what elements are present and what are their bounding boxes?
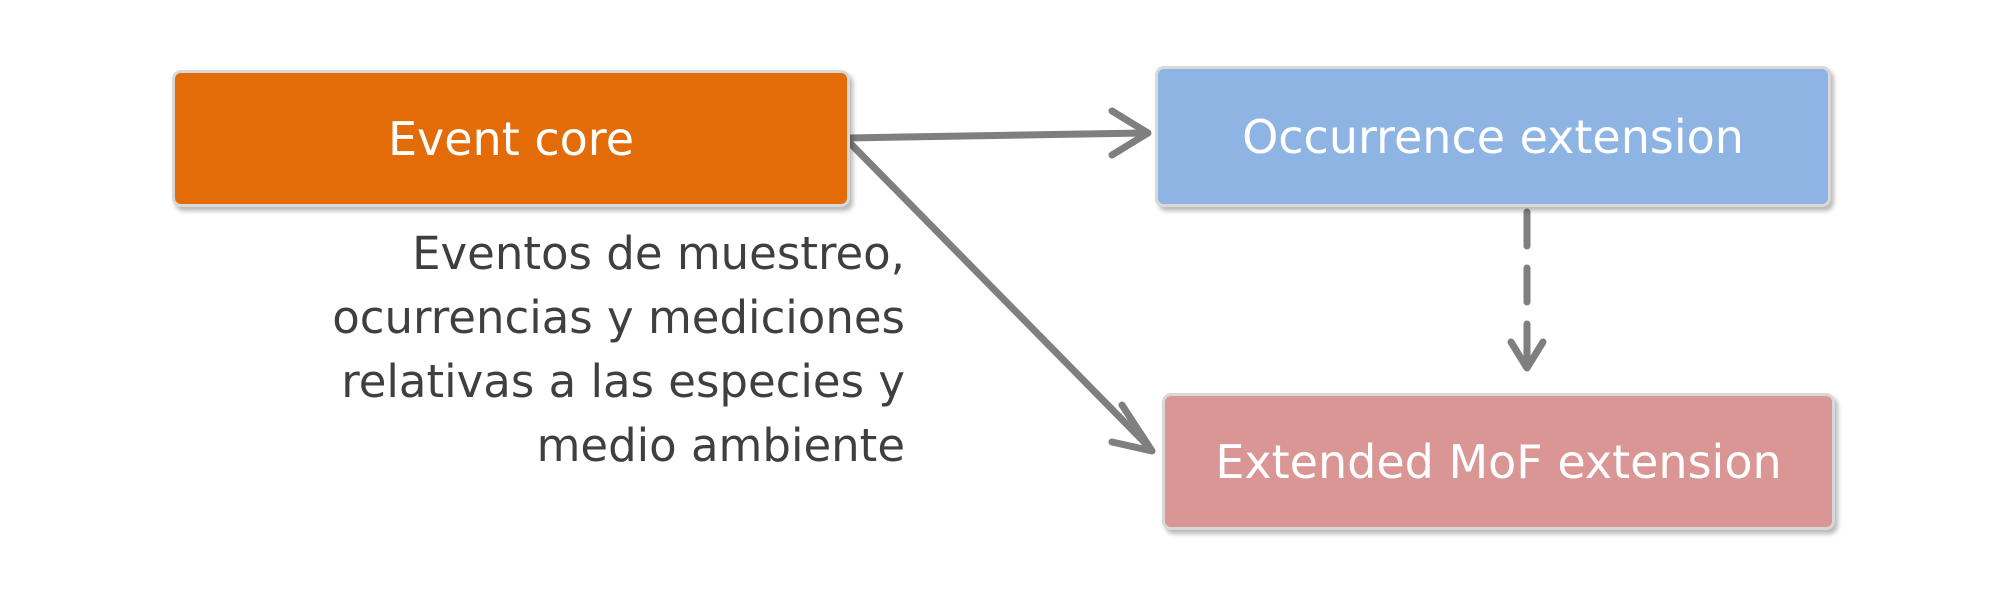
arrow-head-occurrence (1108, 107, 1152, 159)
emof-extension-label: Extended MoF extension (1215, 434, 1782, 489)
description-line: Eventos de muestreo, (412, 227, 905, 280)
description-line: medio ambiente (536, 419, 905, 472)
event-core-node: Event core (172, 70, 850, 207)
description-line: ocurrencias y mediciones (332, 291, 905, 344)
arrow-head-emof-dashed (1507, 338, 1547, 372)
description-line: relativas a las especies y (341, 355, 905, 408)
event-core-label: Event core (387, 111, 635, 166)
occurrence-extension-label: Occurrence extension (1242, 109, 1744, 164)
occurrence-extension-node: Occurrence extension (1155, 66, 1831, 207)
arrow-head-emof (1108, 401, 1156, 455)
event-core-description: Eventos de muestreo, ocurrencias y medic… (205, 222, 905, 478)
emof-extension-node: Extended MoF extension (1162, 393, 1835, 530)
arrow-event-to-occurrence (843, 129, 1149, 142)
arrow-event-to-emof (843, 136, 1154, 452)
